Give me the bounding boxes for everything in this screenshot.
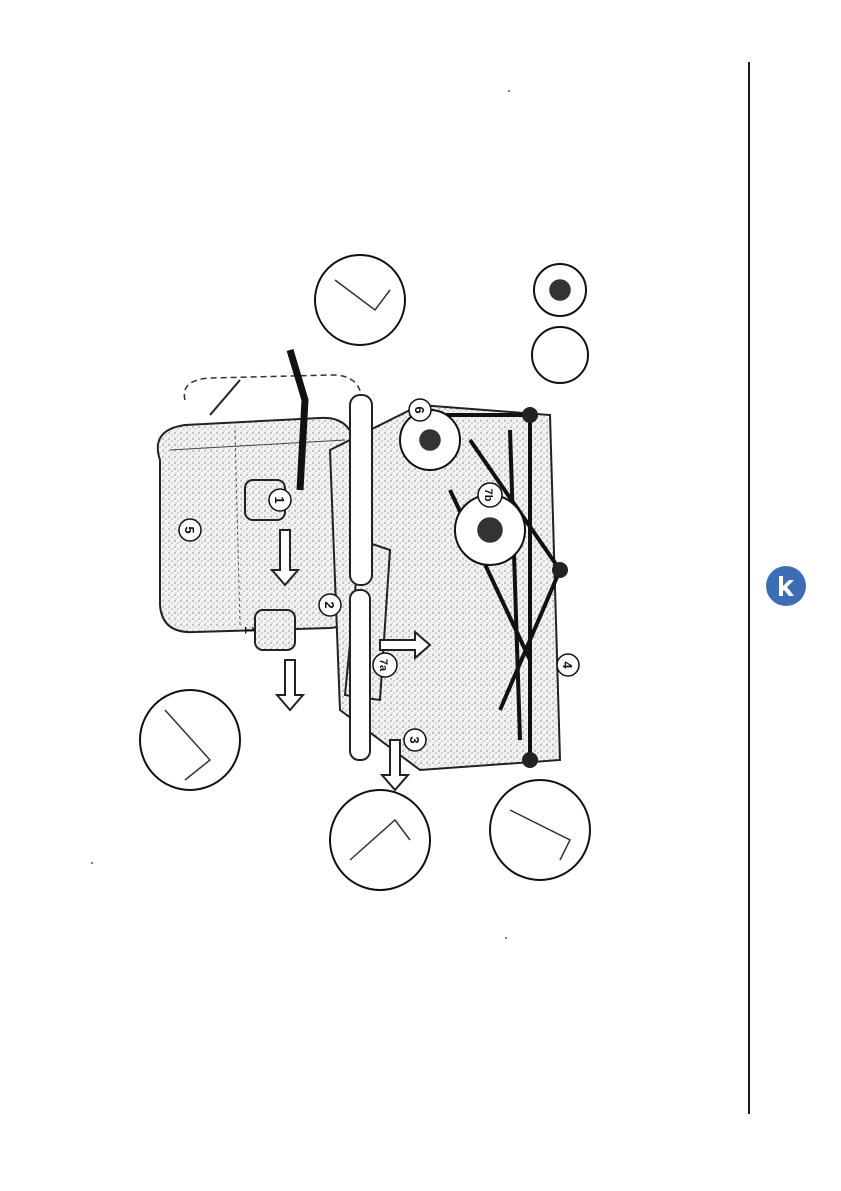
- inset-caster: [532, 327, 588, 383]
- caster-wheel: [522, 407, 538, 423]
- caster-wheel: [522, 752, 538, 768]
- callout-6: 6: [409, 399, 431, 421]
- page-margin-rule: [748, 62, 750, 1114]
- tilt-arrow: [210, 380, 240, 415]
- scan-speck: [91, 862, 93, 864]
- svg-text:7b: 7b: [482, 489, 494, 502]
- svg-text:2: 2: [322, 601, 337, 608]
- svg-text:5: 5: [182, 526, 197, 533]
- inset-mechanism-top: [315, 255, 405, 345]
- callout-5: 5: [179, 519, 201, 541]
- svg-text:4: 4: [560, 661, 575, 669]
- armrest-tube: [350, 395, 372, 585]
- k-logo-glyph: [773, 573, 799, 599]
- svg-text:1: 1: [272, 496, 287, 503]
- caster-wheel: [552, 562, 568, 578]
- svg-text:6: 6: [412, 406, 427, 413]
- callout-2: 2: [319, 594, 341, 616]
- inset-hand-strap: [140, 690, 240, 790]
- callout-7b: 7b: [478, 483, 502, 507]
- inset-motor-box: [490, 780, 590, 880]
- svg-text:7a: 7a: [377, 659, 389, 672]
- svg-text:3: 3: [407, 736, 422, 743]
- inset-hand-remote: [330, 790, 430, 890]
- callout-4: 4: [557, 654, 579, 676]
- k-logo-icon: [766, 566, 806, 606]
- adjust-knob: [255, 610, 295, 650]
- callout-7a: 7a: [373, 653, 397, 677]
- scan-speck: [508, 90, 510, 92]
- recliner-illustration: 1 1 2 3 4 5 6 7a 7b: [90, 240, 630, 900]
- callout-3: 3: [404, 729, 426, 751]
- scan-speck: [505, 937, 507, 939]
- callout-1b: 1: [242, 626, 258, 634]
- callout-1: 1: [269, 489, 291, 511]
- armrest-tube-lower: [350, 590, 370, 760]
- backrest-tilt-outline: [184, 375, 362, 400]
- svg-text:1: 1: [242, 626, 258, 634]
